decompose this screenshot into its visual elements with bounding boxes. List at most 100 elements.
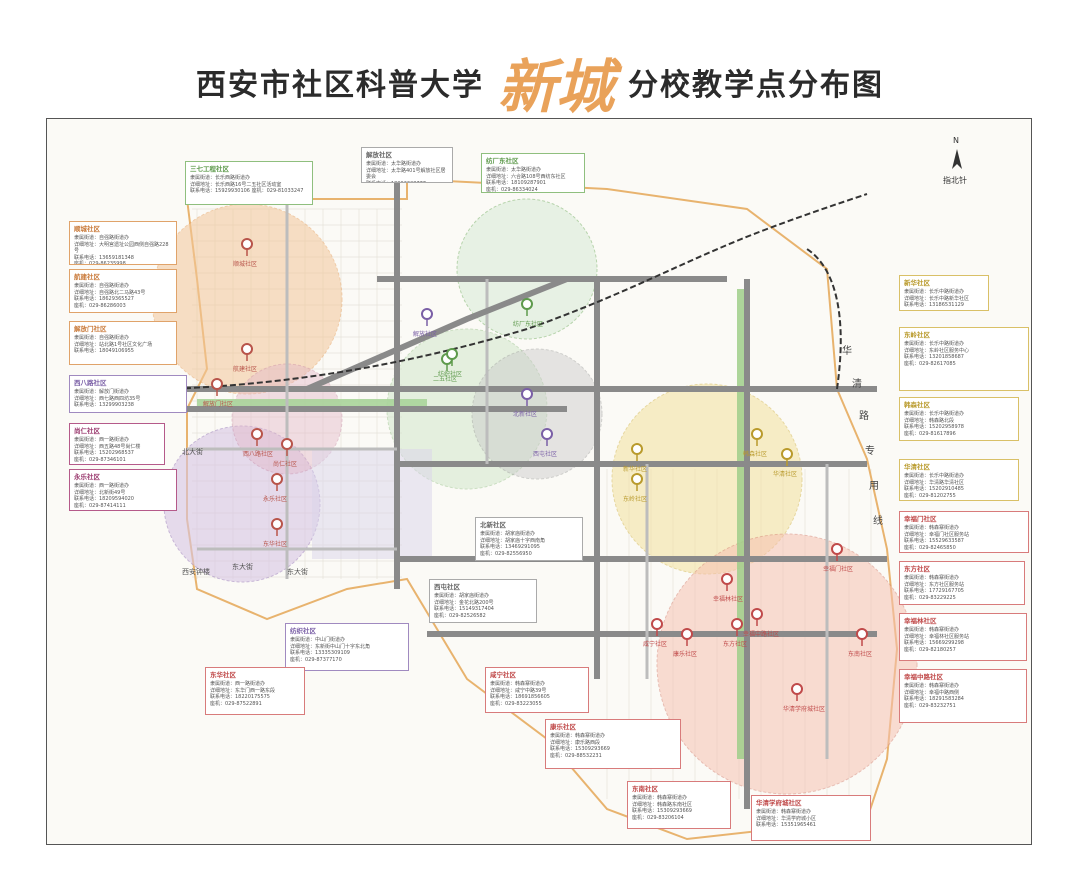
info-box-line: 座机：029-83229225 [904, 594, 956, 601]
info-box[interactable]: 韩森社区隶属街道：长乐中路街道办详细地址：韩森路北段联系电话：152029589… [899, 397, 1019, 441]
community-marker[interactable]: 新华社区 [623, 443, 647, 473]
map-pin-icon[interactable] [281, 438, 293, 450]
compass-n: N [953, 136, 959, 145]
map-pin-icon[interactable] [541, 428, 553, 440]
info-box[interactable]: 康乐社区隶属街道：韩森寨街道办详细地址：康乐路西段联系电话：1530929366… [545, 719, 681, 769]
info-box-line: 隶属街道：长乐西路街道办 [190, 175, 251, 181]
info-box[interactable]: 幸福门社区隶属街道：韩森寨街道办详细地址：幸福门社区服务站联系电话：155296… [899, 511, 1029, 553]
community-marker[interactable]: 尚仁社区 [273, 438, 297, 468]
info-box-line: 隶属街道：长乐中路街道办 [904, 289, 965, 295]
info-box[interactable]: 尚仁社区隶属街道：西一路街道办详细地址：西五路48号尚仁楼联系电话：152029… [69, 423, 165, 465]
marker-label: 幸福中路社区 [743, 630, 779, 638]
map-pin-icon[interactable] [211, 378, 223, 390]
map-pin-icon[interactable] [856, 628, 868, 640]
info-box-line: 详细地址：幸福门社区服务站 [904, 531, 970, 538]
community-marker[interactable]: 康乐社区 [673, 628, 697, 658]
map-pin-icon[interactable] [791, 683, 803, 695]
community-marker[interactable]: 幸福中路社区 [743, 608, 779, 638]
info-box-line: 详细地址：韩森路东南社区 [632, 801, 693, 808]
info-box-line: 座机：029-81617896 [904, 430, 956, 437]
map-pin-icon[interactable] [521, 388, 533, 400]
info-box[interactable]: 三七工程社区隶属街道：长乐西路街道办详细地址：长乐西路16号二五社区活动室联系电… [185, 161, 313, 205]
community-marker[interactable]: 幸福林社区 [713, 573, 743, 603]
map-pin-icon[interactable] [631, 473, 643, 485]
info-box[interactable]: 幸福林社区隶属街道：韩森寨街道办详细地址：幸福林社区服务站联系电话：156692… [899, 613, 1027, 661]
info-box-line: 联系电话：13659181348 [74, 254, 134, 261]
map-pin-icon[interactable] [251, 428, 263, 440]
map-pin-icon[interactable] [781, 448, 793, 460]
info-box-line: 隶属街道：韩森寨街道办 [756, 809, 812, 815]
community-marker[interactable]: 纺厂东社区 [513, 298, 543, 328]
community-marker[interactable]: 顺城社区 [233, 238, 257, 268]
community-marker[interactable]: 解放门社区 [203, 378, 233, 408]
info-box[interactable]: 纺厂东社区隶属街道：太华路街道办详细地址：六合路108号西纺东社区联系电话：18… [481, 153, 585, 193]
community-marker[interactable]: 华清社区 [773, 448, 797, 478]
info-box[interactable]: 纺织社区隶属街道：中山门街道办详细地址：东新街中山门十字东北角联系电话：1333… [285, 623, 409, 671]
info-box[interactable]: 解放社区隶属街道：太华路街道办详细地址：太华路401号解放社区居委会联系电话：1… [361, 147, 453, 183]
community-marker[interactable]: 东华社区 [263, 518, 287, 548]
community-marker[interactable]: 华清学府城社区 [783, 683, 825, 713]
map-pin-icon[interactable] [446, 348, 458, 360]
info-box-line: 座机：029-82465850 [904, 544, 956, 551]
info-box-line: 详细地址：大明宫遗址公园西侧自强路228号 [74, 241, 169, 255]
community-marker[interactable]: 航建社区 [233, 343, 257, 373]
community-marker[interactable]: 东南社区 [848, 628, 872, 658]
map-pin-icon[interactable] [271, 518, 283, 530]
map-pin-icon[interactable] [241, 238, 253, 250]
map-pin-icon[interactable] [681, 628, 693, 640]
map-pin-icon[interactable] [241, 343, 253, 355]
map-pin-icon[interactable] [831, 543, 843, 555]
info-box[interactable]: 东岭社区隶属街道：长乐中路街道办详细地址：东岭社区服务中心联系电话：132018… [899, 327, 1029, 391]
info-box[interactable]: 幸福中路社区隶属街道：韩森寨街道办详细地址：幸福中路西侧联系电话：1829158… [899, 669, 1027, 723]
community-marker[interactable]: 北新社区 [513, 388, 537, 418]
marker-label: 康乐社区 [673, 650, 697, 658]
map-frame[interactable]: N 指北针 华清路专用线 北大街 西安钟楼 东大街 东大街 顺城社区航建社区解放… [46, 118, 1032, 845]
community-marker[interactable]: 韩森社区 [743, 428, 767, 458]
info-box[interactable]: 华清学府城社区隶属街道：韩森寨街道办详细地址：华清学府城小区联系电话：15351… [751, 795, 871, 841]
community-marker[interactable]: 解放社区 [413, 308, 437, 338]
info-box[interactable]: 东华社区隶属街道：西一路街道办详细地址：东华门西一路东段联系电话：1822017… [205, 667, 305, 715]
info-box[interactable]: 西八路社区隶属街道：解放门街道办详细地址：西七路西四坊35号联系电话：13299… [69, 375, 187, 413]
info-box-line: 隶属街道：西一路街道办 [210, 681, 266, 687]
map-pin-icon[interactable] [751, 428, 763, 440]
map-pin-icon[interactable] [731, 618, 743, 630]
info-box[interactable]: 航建社区隶属街道：自强路街道办详细地址：自强路北二马路43号联系电话：18629… [69, 269, 177, 313]
community-marker[interactable]: 咸宁社区 [643, 618, 667, 648]
info-box-line: 联系电话：18109287901 [486, 180, 546, 186]
info-box[interactable]: 华清社区隶属街道：长乐中路街道办详细地址：华清路华清社区联系电话：1520291… [899, 459, 1019, 501]
map-pin-icon[interactable] [521, 298, 533, 310]
community-marker[interactable]: 永乐社区 [263, 473, 287, 503]
community-marker[interactable]: 东岭社区 [623, 473, 647, 503]
community-marker[interactable]: 西屯社区 [533, 428, 557, 458]
community-marker[interactable]: 纺织社区 [438, 348, 462, 378]
info-box-line: 隶属街道：长乐中路街道办 [904, 411, 965, 417]
info-box[interactable]: 咸宁社区隶属街道：韩森寨街道办详细地址：咸宁中路39号联系电话：18691856… [485, 667, 589, 713]
map-pin-icon[interactable] [421, 308, 433, 320]
info-box-line: 详细地址：长乐西路16号二五社区活动室 [190, 181, 282, 188]
community-marker[interactable]: 西八路社区 [243, 428, 273, 458]
info-box[interactable]: 东南社区隶属街道：韩森寨街道办详细地址：韩森路东南社区联系电话：15309293… [627, 781, 731, 829]
info-box-line: 座机：029-86286003 [74, 302, 126, 309]
info-box-line: 隶属街道：中山门街道办 [290, 637, 346, 643]
info-box[interactable]: 顺城社区隶属街道：自强路街道办详细地址：大明宫遗址公园西侧自强路228号联系电话… [69, 221, 177, 265]
info-box-line: 隶属街道：韩森寨街道办 [632, 795, 688, 801]
info-box-line: 联系电话：13469291095 [480, 544, 540, 550]
info-box[interactable]: 新华社区隶属街道：长乐中路街道办详细地址：长乐中路新华社区联系电话：131865… [899, 275, 989, 311]
info-box[interactable]: 北新社区隶属街道：胡家庙街道办详细地址：胡家庙十字西南角联系电话：1346929… [475, 517, 583, 561]
map-pin-icon[interactable] [751, 608, 763, 620]
community-marker[interactable]: 幸福门社区 [823, 543, 853, 573]
vertical-road-char: 清 [852, 377, 862, 390]
map-pin-icon[interactable] [651, 618, 663, 630]
info-box-line: 座机：029-86235998 [74, 261, 126, 265]
map-pin-icon[interactable] [631, 443, 643, 455]
community-marker[interactable]: 东方社区 [723, 618, 747, 648]
title-accent: 新城 [497, 53, 614, 121]
info-box-title: 东华社区 [210, 671, 236, 679]
map-pin-icon[interactable] [271, 473, 283, 485]
map-pin-icon[interactable] [721, 573, 733, 585]
info-box[interactable]: 西屯社区隶属街道：胡家庙街道办详细地址：金花北路200号联系电话：1514931… [429, 579, 537, 623]
info-box[interactable]: 东方社区隶属街道：韩森寨街道办详细地址：东方社区服务站联系电话：17729167… [899, 561, 1025, 605]
info-box[interactable]: 解放门社区隶属街道：自强路街道办详细地址：站北路1号社区文化广场联系电话：180… [69, 321, 177, 365]
info-box[interactable]: 永乐社区隶属街道：西一路街道办详细地址：北新街49号联系电话：182095940… [69, 469, 177, 511]
